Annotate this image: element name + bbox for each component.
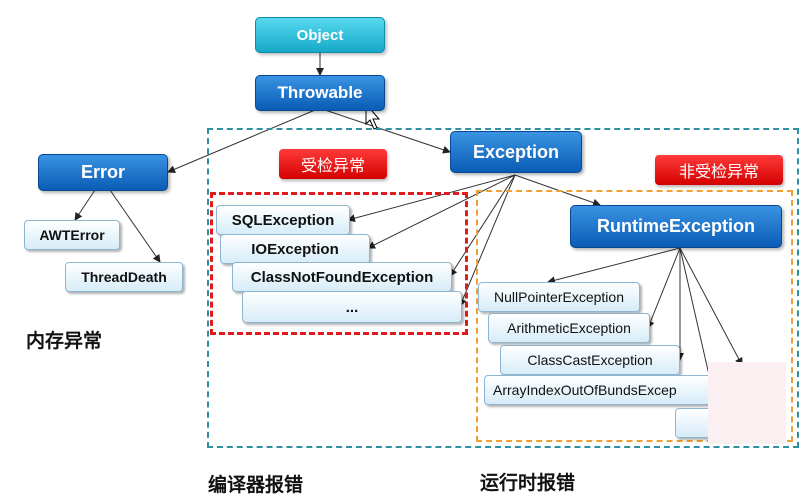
unchecked-exception-frame: [476, 190, 793, 442]
node-null-pointer: NullPointerException: [478, 282, 640, 312]
edge-exception-io: [367, 174, 516, 249]
node-arithmetic: ArithmeticException: [488, 313, 650, 343]
unchecked-exception-tag: 非受检异常: [655, 155, 783, 185]
checked-exception-tag: 受检异常: [279, 149, 387, 179]
node-runtime-exception: RuntimeException: [570, 205, 782, 248]
edge-error-awterror: [74, 189, 96, 221]
edge-throwable-exception: [324, 109, 451, 154]
overlay-patch: [708, 362, 786, 444]
edge-throwable-error: [167, 109, 316, 173]
compile-error-frame: [207, 128, 799, 448]
edge-runtime-more: [679, 247, 743, 366]
edge-runtime-npe: [547, 247, 681, 285]
edge-runtime-arith: [646, 247, 681, 329]
memory-error-caption: 内存异常: [26, 331, 103, 352]
edge-exception-more: [459, 174, 516, 307]
node-io-exception: IOException: [220, 234, 370, 264]
runtime-error-caption: 运行时报错: [480, 473, 576, 494]
edge-runtime-arrayindex: [679, 247, 715, 389]
node-array-index: ArrayIndexOutOfBundsExcep: [484, 375, 720, 405]
node-class-cast: ClassCastException: [500, 345, 680, 375]
checked-exception-frame: [210, 192, 468, 335]
edge-exception-sql: [347, 174, 516, 223]
node-sql-exception: SQLException: [216, 205, 350, 235]
edge-error-threaddeath: [109, 189, 161, 263]
node-class-not-found: ClassNotFoundException: [232, 262, 452, 292]
node-error: Error: [38, 154, 168, 191]
node-thread-death: ThreadDeath: [65, 262, 183, 292]
node-awt-error: AWTError: [24, 220, 120, 250]
node-throwable: Throwable: [255, 75, 385, 111]
compile-error-caption: 编译器报错: [208, 475, 304, 496]
node-exception: Exception: [450, 131, 582, 173]
node-object: Object: [255, 17, 385, 53]
node-checked-more: ...: [242, 291, 462, 323]
